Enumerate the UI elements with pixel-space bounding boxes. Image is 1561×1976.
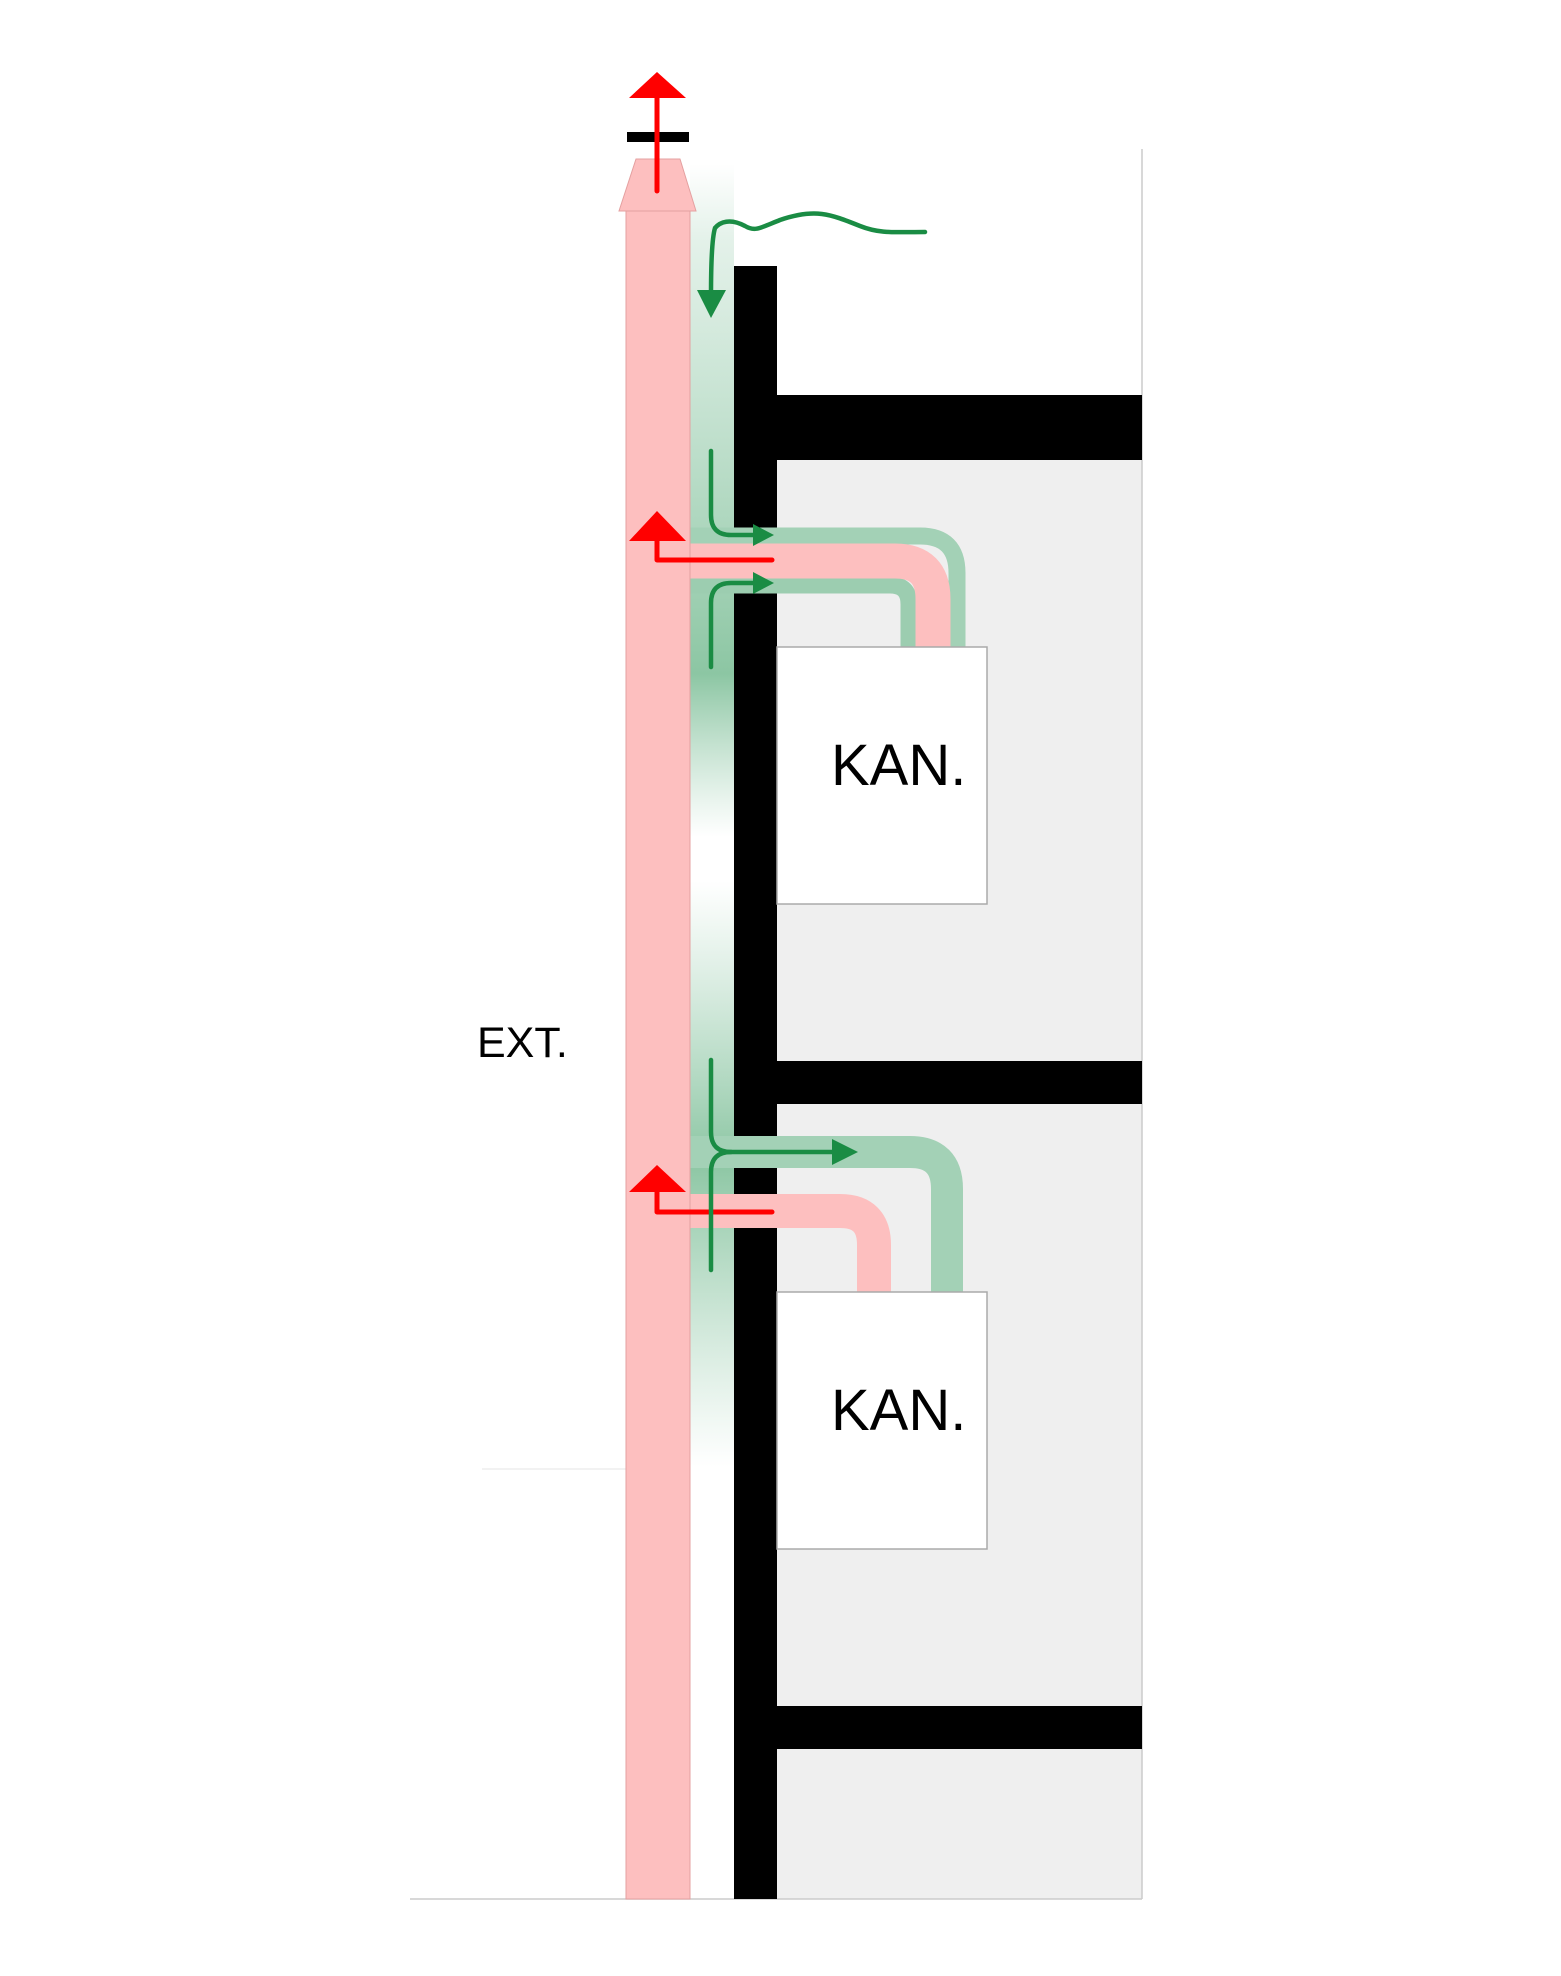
supply-arrow-floor-2 <box>708 1057 858 1273</box>
exhaust-arrow-floor-1 <box>629 511 775 563</box>
floor-slab-1 <box>734 395 1142 460</box>
supply-duct-inner-1 <box>690 576 918 647</box>
unit-box-top <box>776 646 988 905</box>
supply-duct-2 <box>690 1136 963 1292</box>
fresh-air-intake-arrow <box>697 211 928 318</box>
exterior-label: EXT. <box>477 1019 568 1067</box>
supply-duct-outer-1 <box>690 527 966 647</box>
supply-arrow-floor-1-upper <box>708 448 774 546</box>
exhaust-arrow-top <box>629 72 686 194</box>
exhaust-duct-1 <box>688 543 951 647</box>
floor-slab-2 <box>734 1061 1142 1104</box>
unit-box-bottom <box>776 1291 988 1550</box>
exhaust-arrow-floor-2 <box>629 1165 775 1215</box>
exhaust-duct-2 <box>688 1194 891 1292</box>
supply-arrow-floor-1-lower <box>708 572 774 670</box>
floor-slab-3 <box>734 1706 1142 1749</box>
supply-channel-lower-fade <box>690 674 734 837</box>
unit-label-bottom: KAN. <box>831 1378 966 1443</box>
unit-label-top: KAN. <box>831 733 966 798</box>
exhaust-riser <box>625 210 691 1900</box>
